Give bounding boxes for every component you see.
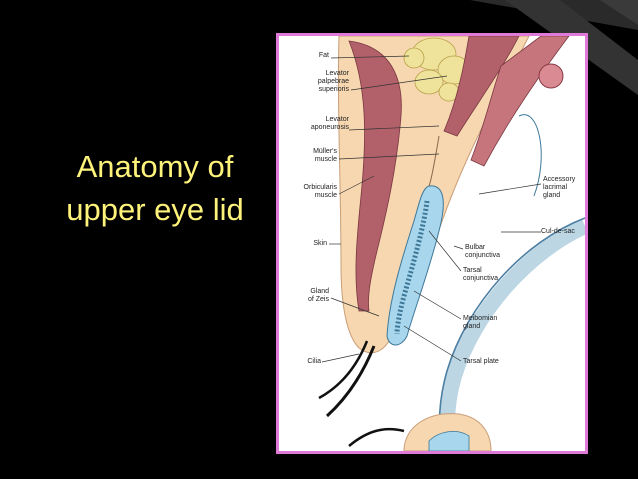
lower-lid-gland xyxy=(428,431,470,451)
orbital-fat xyxy=(403,37,471,102)
cilia-1 xyxy=(325,345,376,418)
label-skin: Skin xyxy=(313,240,327,247)
cilia-2 xyxy=(318,340,369,400)
meibomian-gland-shape xyxy=(394,200,430,335)
orbicularis-band xyxy=(348,40,402,312)
slide-title: Anatomy of upper eye lid xyxy=(40,145,270,231)
label-mullers-muscle: Müller's muscle xyxy=(313,148,337,163)
label-orbicularis-muscle: Orbicularis muscle xyxy=(303,184,337,199)
eyelid-anatomy-figure: Fat Levator palpebrae superioris Levator… xyxy=(276,33,588,454)
lower-cilia xyxy=(348,427,405,447)
accessory-lacrimal-gland xyxy=(538,63,564,89)
label-bulbar-conjunctiva: Bulbar conjunctiva xyxy=(465,244,501,259)
label-tarsal-conjunctiva: Tarsal conjunctiva xyxy=(463,267,499,282)
label-levator-aponeurosis: Levator aponeurosis xyxy=(310,116,349,131)
cul-de-sac-fold xyxy=(518,114,542,197)
label-accessory-lacrimal-gland: Accessory lacrimal gland xyxy=(543,176,576,199)
aponeurosis-line xyxy=(428,135,440,187)
levator-muscle xyxy=(443,36,520,137)
label-gland-of-zeis: Gland of Zeis xyxy=(307,288,329,303)
label-meibomian-gland: Meibomian gland xyxy=(463,315,498,330)
title-line-2: upper eye lid xyxy=(66,192,244,227)
label-fat: Fat xyxy=(318,52,329,59)
label-cilia: Cilia xyxy=(307,358,321,365)
eyelid-illustration xyxy=(318,36,585,451)
leader-lines xyxy=(321,55,542,363)
title-line-1: Anatomy of xyxy=(76,149,234,184)
label-levator-palpebrae-superioris: Levator palpebrae superioris xyxy=(317,70,349,93)
label-cul-de-sac: Cul-de-sac xyxy=(541,228,575,235)
label-tarsal-plate: Tarsal plate xyxy=(463,358,499,365)
